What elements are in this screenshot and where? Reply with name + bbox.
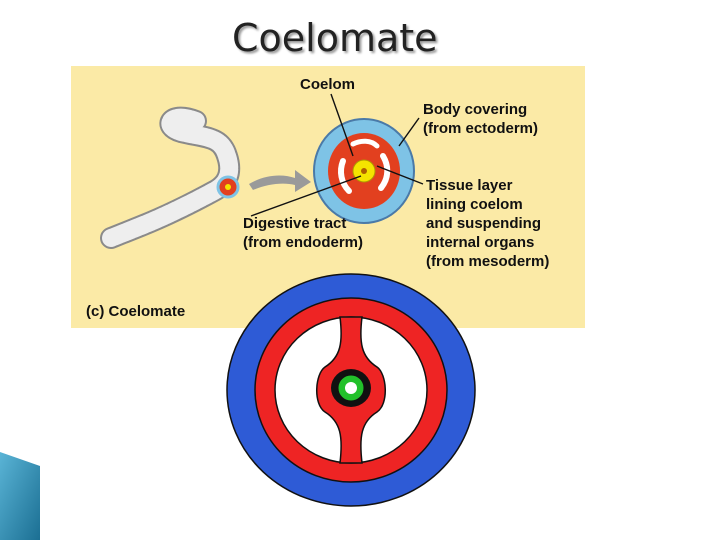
gut-lumen: [345, 382, 357, 394]
label-tissue-4: internal organs: [426, 234, 535, 251]
label-tissue-3: and suspending: [426, 215, 542, 232]
coelomate-cross-section-diagram: [226, 273, 476, 507]
label-digestive-2: (from endoderm): [243, 234, 363, 251]
arrow-icon: [249, 170, 311, 192]
earthworm-illustration: [100, 106, 241, 249]
coelomate-figure-art: [100, 93, 424, 249]
cross-section-magnified: [313, 118, 415, 224]
label-digestive-1: Digestive tract: [243, 215, 347, 232]
label-body-covering-2: (from ectoderm): [423, 120, 539, 137]
label-tissue-5: (from mesoderm): [426, 253, 550, 270]
label-tissue-1: Tissue layer: [426, 177, 513, 194]
corner-decoration: [0, 452, 40, 540]
label-coelom: Coelom: [300, 76, 356, 93]
leader-lines: [250, 93, 424, 217]
figure-caption: (c) Coelomate: [86, 303, 186, 320]
coelomate-figure-panel: Coelom Body covering (from ectoderm) Tis…: [71, 66, 585, 328]
slide-title: Coelomate: [232, 16, 438, 60]
label-tissue-2: lining coelom: [426, 196, 523, 213]
label-body-covering-1: Body covering: [423, 101, 528, 118]
